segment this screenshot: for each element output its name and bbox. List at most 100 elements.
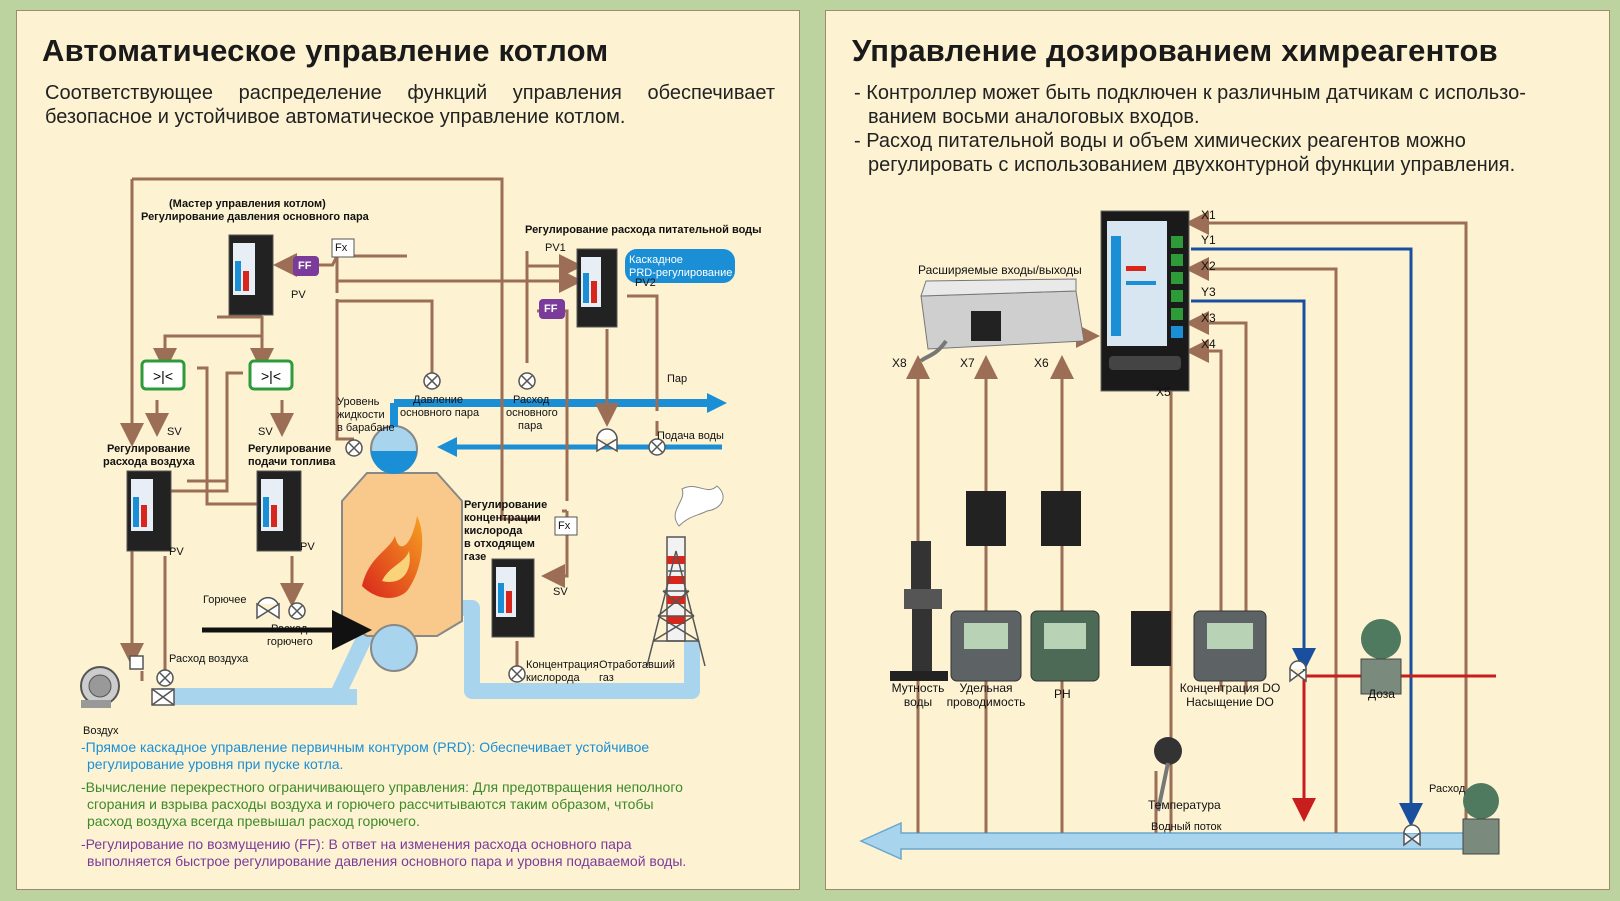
controller-master [228, 234, 274, 316]
label-o2-ctrl-3: кислорода [464, 525, 523, 537]
bullet-1b: ванием восьми аналоговых входов. [868, 106, 1200, 128]
label-steam-flow-3: пара [518, 420, 543, 432]
label-sv-air: SV [167, 426, 182, 438]
chimney [646, 536, 706, 667]
mud-drum [370, 624, 418, 672]
label-x1: X1 [1201, 208, 1216, 222]
note-prd-line-2: регулирование уровня при пуске котла. [87, 756, 344, 772]
air-duct [157, 689, 357, 705]
label-x4: X4 [1201, 337, 1216, 351]
label-feedwater: Регулирование расхода питательной воды [525, 224, 762, 236]
controller-feedwater [576, 248, 618, 328]
label-o2-ctrl-5: газе [464, 551, 487, 563]
valve-icons [129, 428, 618, 706]
label-master-2: Регулирование давления основного пара [141, 211, 369, 223]
dosing-pump-icon [1360, 619, 1402, 695]
label-x7: X7 [960, 356, 975, 370]
label-ph: PH [1054, 687, 1071, 701]
smoke [674, 485, 724, 527]
note-ff-line-1: -Регулирование по возмущению (FF): В отв… [81, 836, 632, 852]
label-do-1: Концентрация DO [1179, 681, 1281, 695]
do-analyzer [1193, 610, 1267, 682]
boiler-panel: Автоматическое управление котлом Соответ… [16, 10, 800, 890]
flame-icon [362, 516, 423, 598]
label-master-1: (Мастер управления котлом) [169, 198, 326, 210]
label-o2-conc-1: Концентрация [526, 659, 599, 671]
label-turbidity-1: Мутность [891, 681, 945, 695]
label-y1: Y1 [1201, 233, 1216, 247]
ph-analyzer [1030, 610, 1100, 682]
label-o2-ctrl-2: концентрации [464, 512, 541, 524]
label-steam-flow-2: основного [506, 407, 558, 419]
note-cross-line-2: сгорания и взрыва расходы воздуха и горю… [87, 796, 654, 812]
label-sv-o2: SV [553, 586, 568, 598]
note-prd-line-1: -Прямое каскадное управление первичным к… [81, 739, 650, 755]
label-air-flow: Расход воздуха [169, 653, 249, 665]
label-fuel: Горючее [203, 594, 247, 606]
label-ff-1: FF [298, 260, 312, 272]
label-turbidity-2: воды [903, 695, 933, 709]
label-fuel-ctrl-2: подачи топлива [248, 456, 336, 468]
label-expansion: Расширяемые входы/выходы [918, 263, 1082, 277]
label-fuel-flow-2: горючего [267, 636, 313, 648]
note-ff-line-2: выполняется быстрое регулирование давлен… [87, 853, 687, 869]
dosing-diagram [859, 210, 1500, 861]
label-drum-level-2: жидкости [337, 409, 385, 421]
fx-box-1 [331, 238, 355, 258]
label-steam: Пар [667, 373, 688, 385]
fx-box-2 [554, 516, 578, 536]
label-x6: X6 [1034, 356, 1049, 370]
label-sv-fuel: SV [258, 426, 273, 438]
note-ff: -Регулирование по возмущению (FF): В отв… [81, 836, 686, 870]
label-fuel-ctrl-1: Регулирование [248, 443, 332, 455]
label-water-stream: Водный поток [1151, 821, 1222, 833]
boiler-title: Автоматическое управление котлом [42, 33, 609, 68]
converter-3 [1131, 611, 1171, 666]
high-low-selector-air: >|< [140, 359, 186, 391]
high-low-selector-fuel: >|< [248, 359, 294, 391]
label-steam-flow-1: Расход [513, 394, 550, 406]
ff-badge-2 [539, 299, 565, 319]
valve-icons-right [1289, 660, 1421, 847]
svg-text:>|<: >|< [261, 368, 281, 384]
bullet-1a: - Контроллер может быть подключен к разл… [854, 82, 1526, 104]
turbidity-sensor [890, 541, 948, 681]
label-water-feed: Подача воды [657, 430, 724, 442]
label-pv2: PV2 [635, 277, 656, 289]
controller-oxygen [491, 558, 535, 638]
converter-2 [1041, 491, 1081, 546]
bullet-2b: регулировать с использованием двухконтур… [868, 154, 1516, 176]
label-do: Концентрация DO Насыщение DO [1174, 681, 1286, 709]
label-steam-press-1: Давление [413, 394, 464, 406]
label-exhaust-2: газ [599, 672, 614, 684]
label-temperature: Температура [1148, 798, 1221, 812]
label-drum-level-3: в барабане [337, 422, 395, 434]
note-cross-limit: -Вычисление перекрестного ограничивающег… [81, 779, 683, 830]
label-o2-ctrl-4: в отходящем [464, 538, 535, 550]
svg-text:>|<: >|< [153, 368, 173, 384]
label-air-ctrl-1: Регулирование [107, 443, 191, 455]
dosing-title: Управление дозированием химреагентов [852, 33, 1498, 68]
label-pv1: PV1 [545, 242, 566, 254]
label-pv-fuel: PV [300, 541, 315, 553]
dosing-panel: Управление дозированием химреагентов - К… [825, 10, 1610, 890]
label-x3: X3 [1201, 311, 1216, 325]
label-turbidity: Мутность воды [888, 681, 948, 709]
note-cross-line-1: -Вычисление перекрестного ограничивающег… [81, 779, 683, 795]
label-x2: X2 [1201, 259, 1216, 273]
label-pv-master: PV [291, 289, 306, 301]
label-fx-2: Fx [558, 520, 571, 532]
label-conductivity-2: проводимость [946, 695, 1026, 709]
label-fx-1: Fx [335, 242, 348, 254]
note-cross-line-3: расход воздуха всегда превышал расход го… [87, 813, 420, 829]
label-conductivity: Удельная проводимость [944, 681, 1028, 709]
label-x5: X5 [1156, 385, 1171, 399]
label-conductivity-1: Удельная [959, 681, 1013, 695]
label-air-ctrl-2: расхода воздуха [103, 456, 195, 468]
label-y3: Y3 [1201, 285, 1216, 299]
label-fuel-flow-1: Расход [271, 623, 308, 635]
note-prd: -Прямое каскадное управление первичным к… [81, 739, 649, 773]
boiler-diagram: >|< >|< [80, 177, 735, 708]
boiler-intro: Соответствующее распределение функций уп… [45, 82, 775, 128]
converter-1 [966, 491, 1006, 546]
